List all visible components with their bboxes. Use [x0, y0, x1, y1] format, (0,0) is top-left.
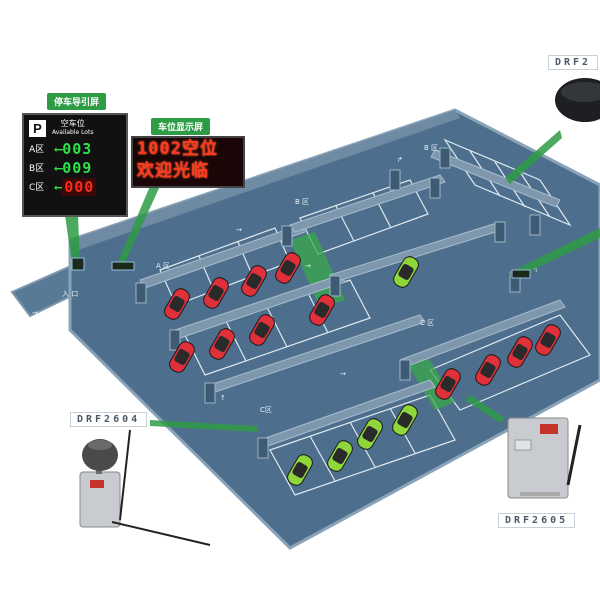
- svg-text:→: →: [32, 309, 38, 317]
- spot-screen-label: 车位显示屏: [151, 118, 211, 135]
- guide-zone-label: B区: [29, 164, 45, 174]
- svg-text:→: →: [340, 370, 346, 378]
- floor-zone-b2: B 区: [424, 144, 438, 152]
- parking-guide-board: P 空车位 Available Lots A区 ⟵ 003 B区 ⟵ 009 C…: [22, 113, 128, 217]
- car-icon: [249, 314, 275, 346]
- car-icon: [507, 336, 533, 368]
- car-icon: [203, 277, 229, 309]
- guide-count: 003: [62, 139, 93, 158]
- cars-layer: [164, 252, 561, 486]
- car-icon: [357, 418, 383, 450]
- floor-zone-a: A 区: [156, 262, 170, 270]
- guide-count: 009: [62, 158, 93, 177]
- car-icon: [309, 294, 335, 326]
- floor-guide-sign: [71, 257, 85, 271]
- svg-text:↱: ↱: [397, 156, 403, 164]
- guide-row-a: A区 ⟵ 003: [24, 139, 126, 158]
- svg-text:→: →: [305, 262, 311, 270]
- device-label-drf2604: DRF2604: [70, 412, 148, 427]
- svg-text:→: →: [236, 226, 242, 234]
- left-arrow-icon: ⟵: [55, 141, 63, 156]
- car-icon: [275, 252, 301, 284]
- car-icon: [392, 404, 418, 436]
- guide-zone-label: C区: [29, 183, 45, 193]
- car-icon: [164, 288, 190, 320]
- floor-entrance: 入 口: [62, 290, 78, 298]
- device-label-drf2: DRF2: [548, 55, 599, 70]
- device-label-drf2605: DRF2605: [498, 513, 576, 528]
- car-icon: [169, 341, 195, 373]
- car-icon: [393, 256, 419, 288]
- led-line-1: 1002空位: [137, 139, 218, 159]
- guide-board-header: P 空车位 Available Lots: [24, 115, 126, 139]
- guide-board-title: 空车位 Available Lots: [52, 119, 93, 137]
- floor-arrows: → → → → ↑ ↱ ↰: [32, 156, 538, 402]
- guide-row-c: C区 ⟵ 000: [24, 177, 126, 196]
- drf2604-device: [79, 429, 211, 546]
- floor-c-sign: [511, 269, 531, 279]
- car-icon: [241, 265, 267, 297]
- drf2605-device: [507, 417, 582, 499]
- pillars: [135, 147, 541, 459]
- back-wall: [70, 110, 460, 250]
- parking-p-icon: P: [29, 119, 46, 137]
- led-line-2: 欢迎光临: [137, 161, 209, 181]
- car-icon: [209, 328, 235, 360]
- floor-led-sign: [111, 261, 135, 271]
- svg-text:↑: ↑: [220, 394, 226, 402]
- left-arrow-icon: ⟵: [55, 179, 63, 194]
- floor-zone-c2: C区: [260, 406, 272, 414]
- floor-zone-b: B 区: [295, 198, 309, 206]
- car-icon: [327, 440, 353, 472]
- car-icon: [287, 454, 313, 486]
- barrier-walls: [139, 149, 566, 448]
- guide-count: 000: [62, 177, 97, 196]
- guide-row-b: B区 ⟵ 009: [24, 158, 126, 177]
- guide-header-en: Available Lots: [52, 129, 94, 136]
- car-icon: [435, 368, 461, 400]
- svg-text:↰: ↰: [532, 266, 538, 274]
- car-icon: [475, 354, 501, 386]
- callout-pointers: [65, 130, 600, 432]
- car-icon: [535, 324, 561, 356]
- left-arrow-icon: ⟵: [55, 160, 63, 175]
- led-spot-display: 1002空位 欢迎光临: [131, 136, 245, 188]
- guide-screen-label: 停车导引屏: [47, 93, 107, 110]
- floor-zone-c1: C 区: [420, 319, 434, 327]
- guide-header-cn: 空车位: [60, 119, 85, 128]
- guide-zone-label: A区: [29, 145, 45, 155]
